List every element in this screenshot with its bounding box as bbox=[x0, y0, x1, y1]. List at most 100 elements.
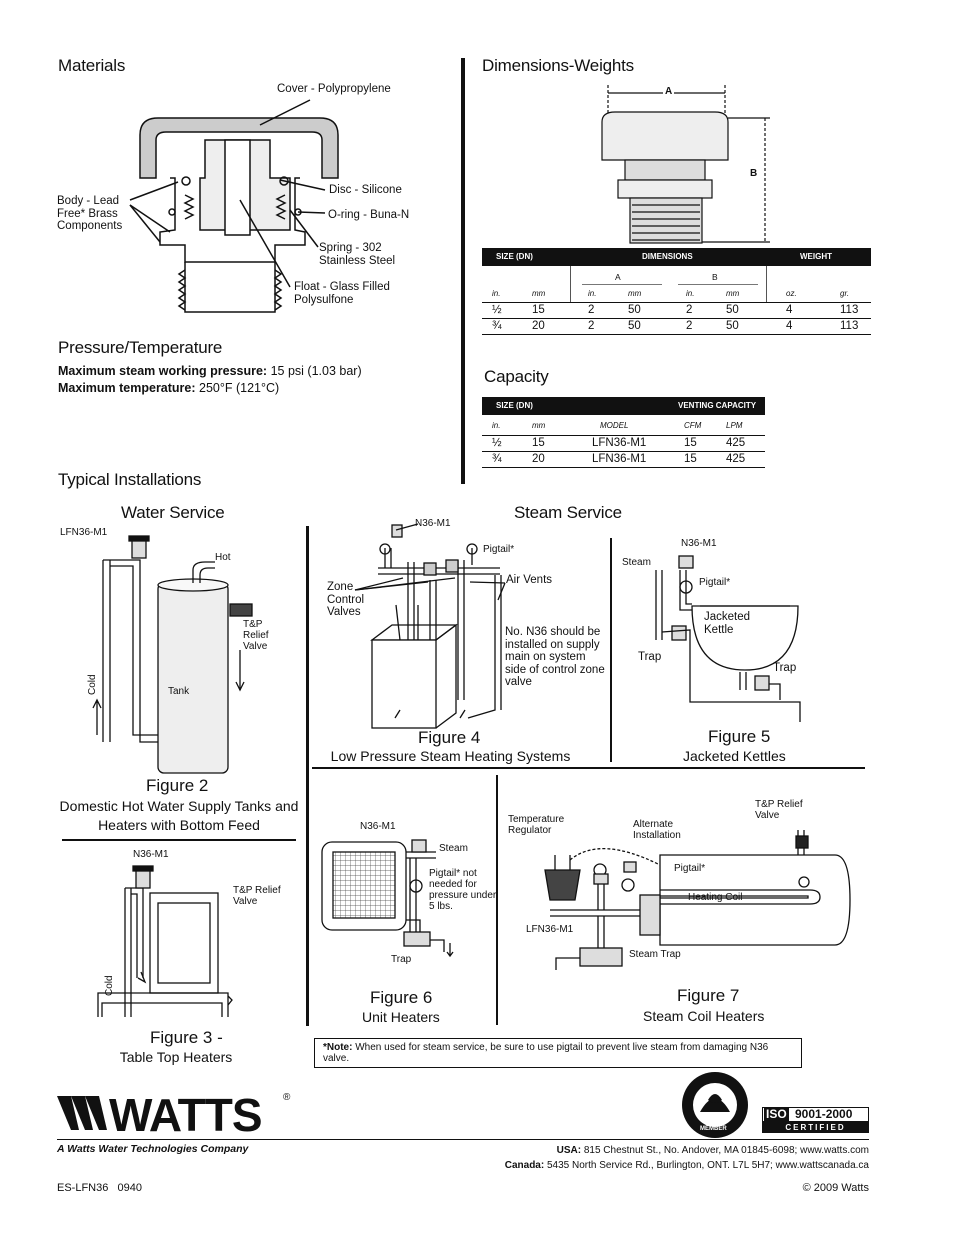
cell: 50 bbox=[726, 304, 739, 316]
cell: 4 bbox=[786, 320, 793, 332]
dimension-b-label: B bbox=[750, 168, 758, 179]
fig3-title: Figure 3 - bbox=[150, 1028, 223, 1047]
note-label: *Note: bbox=[323, 1042, 353, 1053]
col-dimensions: DIMENSIONS bbox=[642, 252, 693, 261]
iso-badge: ISO 9001-2000 CERTIFIED bbox=[762, 1107, 869, 1133]
unit: CFM bbox=[684, 421, 702, 430]
table-row: ¾ 20 LFN36-M1 15 425 bbox=[482, 452, 765, 468]
unit: MODEL bbox=[600, 421, 629, 430]
water-service-heading: Water Service bbox=[121, 503, 225, 522]
unit: mm bbox=[532, 421, 546, 430]
unit-a-in: in. bbox=[588, 289, 597, 298]
tagline: A Watts Water Technologies Company bbox=[57, 1143, 249, 1155]
steam-pressure-label: Maximum steam working pressure: bbox=[58, 364, 268, 378]
fig6-steam-label: Steam bbox=[439, 843, 468, 854]
unit-b-in: in. bbox=[686, 289, 695, 298]
fig2-hot-label: Hot bbox=[215, 552, 231, 563]
usa-text: 815 Chestnut St., No. Andover, MA 01845-… bbox=[583, 1145, 869, 1156]
cell: LFN36-M1 bbox=[592, 437, 647, 449]
temperature-label: Maximum temperature: bbox=[58, 381, 196, 395]
copyright: © 2009 Watts bbox=[802, 1182, 869, 1194]
fig7-regulator-label: Temperature Regulator bbox=[508, 814, 565, 836]
fig5-title: Figure 5 bbox=[708, 727, 771, 746]
fig4-title: Figure 4 bbox=[418, 728, 481, 747]
usa-label: USA: bbox=[556, 1145, 582, 1156]
dimensions-subheader: A B in. mm in. mm in. mm oz. gr. bbox=[482, 266, 871, 303]
col-size: SIZE (DN) bbox=[496, 401, 533, 410]
cell: 4 bbox=[786, 304, 793, 316]
unit-oz: oz. bbox=[786, 289, 797, 298]
fig6-trap-label: Trap bbox=[391, 954, 412, 965]
figure-divider-v3 bbox=[496, 775, 498, 1025]
cell: 15 bbox=[532, 304, 545, 316]
fig4-vents-label: Air Vents bbox=[506, 574, 553, 586]
registered-mark: ® bbox=[283, 1092, 291, 1103]
steam-pressure-line: Maximum steam working pressure: 15 psi (… bbox=[58, 364, 362, 378]
fig6-pigtail-label: Pigtail* not needed for pressure under 5… bbox=[429, 868, 497, 912]
capacity-units: in. mm MODEL CFM LPM bbox=[482, 415, 765, 436]
fig7-title: Figure 7 bbox=[677, 986, 740, 1005]
watts-logo: WATTS ® bbox=[57, 1089, 297, 1141]
cell: 113 bbox=[840, 320, 859, 332]
cell: 425 bbox=[726, 453, 746, 465]
cell: 50 bbox=[628, 304, 641, 316]
cell: 2 bbox=[686, 320, 693, 332]
spring-label: Spring - 302 Stainless Steel bbox=[319, 242, 396, 267]
pressure-heading: Pressure/Temperature bbox=[58, 338, 223, 357]
steam-service-heading: Steam Service bbox=[514, 503, 622, 522]
canada-text: 5435 North Service Rd., Burlington, ONT.… bbox=[546, 1160, 869, 1171]
unit-in: in. bbox=[492, 289, 501, 298]
cover-label: Cover - Polypropylene bbox=[277, 83, 391, 95]
fig2-subtitle: Domestic Hot Water Supply Tanks and Heat… bbox=[59, 798, 299, 833]
footer-rule bbox=[57, 1139, 869, 1140]
fig7-trap-label: Steam Trap bbox=[629, 949, 681, 960]
cell: ¾ bbox=[492, 453, 502, 465]
fig5-subtitle: Jacketed Kettles bbox=[683, 748, 786, 764]
fig2-title: Figure 2 bbox=[146, 776, 209, 795]
dimension-a-label: A bbox=[663, 86, 675, 97]
sub-b: B bbox=[712, 272, 718, 282]
iso-top: ISO 9001-2000 bbox=[762, 1107, 869, 1122]
sub-a: A bbox=[615, 272, 621, 282]
installations-heading: Typical Installations bbox=[58, 470, 202, 489]
cell: 50 bbox=[628, 320, 641, 332]
cell: 20 bbox=[532, 320, 545, 332]
dimensions-table: SIZE (DN) DIMENSIONS WEIGHT A B in. mm i… bbox=[482, 248, 871, 335]
unit-gr: gr. bbox=[840, 289, 850, 298]
fig5-trap1-label: Trap bbox=[638, 651, 662, 663]
fig7-subtitle: Steam Coil Heaters bbox=[643, 1008, 765, 1024]
usa-address: USA: 815 Chestnut St., No. Andover, MA 0… bbox=[557, 1145, 869, 1156]
canada-label: Canada: bbox=[504, 1160, 545, 1171]
table-row: ½ 15 2 50 2 50 4 113 bbox=[482, 303, 871, 319]
iso-prefix: ISO bbox=[764, 1107, 789, 1121]
fig6-model-label: N36-M1 bbox=[360, 821, 396, 832]
cell: 15 bbox=[684, 453, 697, 465]
fig3-subtitle: Table Top Heaters bbox=[119, 1049, 233, 1065]
canada-address: Canada: 5435 North Service Rd., Burlingt… bbox=[505, 1160, 869, 1171]
cell: 2 bbox=[588, 320, 595, 332]
cell: ½ bbox=[492, 304, 502, 316]
capacity-heading: Capacity bbox=[484, 367, 549, 386]
col-size: SIZE (DN) bbox=[496, 252, 533, 261]
fig2-tp-label: T&P Relief Valve bbox=[243, 619, 269, 652]
cell: 2 bbox=[686, 304, 693, 316]
figure-divider-h2 bbox=[62, 839, 296, 841]
cell: 113 bbox=[840, 304, 859, 316]
fig4-pigtail-label: Pigtail* bbox=[483, 544, 515, 555]
figure-divider-v2 bbox=[610, 538, 612, 762]
table-row: ½ 15 LFN36-M1 15 425 bbox=[482, 436, 765, 452]
fig7-coil-label: Heating Coil bbox=[688, 892, 743, 903]
figure-divider-h1 bbox=[312, 767, 865, 769]
temperature-value: 250°F (121°C) bbox=[199, 381, 280, 395]
body-label: Body - Lead Free* Brass Components bbox=[57, 195, 123, 232]
usgbc-member-text: MEMBER bbox=[700, 1126, 727, 1132]
cell: 15 bbox=[532, 437, 545, 449]
fig3-tp-label: T&P Relief Valve bbox=[233, 885, 281, 907]
fig4-note-label: No. N36 should be installed on supply ma… bbox=[505, 626, 605, 688]
cell: 50 bbox=[726, 320, 739, 332]
